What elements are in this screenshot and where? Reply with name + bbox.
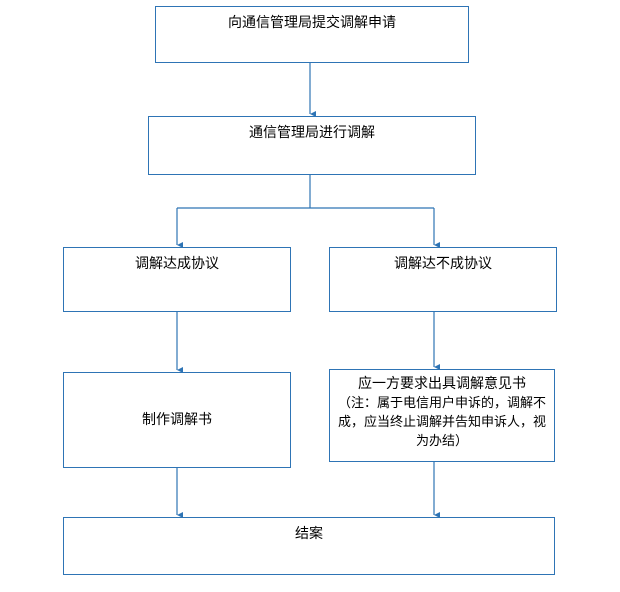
step-agreement-label: 调解达成协议 xyxy=(135,256,219,272)
step-failed-label: 调解达不成协议 xyxy=(394,256,492,272)
step-bureau-mediation: 通信管理局进行调解 xyxy=(148,116,476,175)
step-mediation-label: 通信管理局进行调解 xyxy=(249,125,375,141)
step-close-label: 结案 xyxy=(295,526,323,542)
step-case-closed: 结案 xyxy=(63,517,555,575)
opinion-title: 应一方要求出具调解意见书 xyxy=(358,376,526,392)
step-document-label: 制作调解书 xyxy=(142,412,212,428)
step-agreement-failed: 调解达不成协议 xyxy=(329,247,557,312)
step-issue-opinion-letter: 应一方要求出具调解意见书 （注：属于电信用户申诉的，调解不成，应当终止调解并告知… xyxy=(329,369,555,462)
opinion-note: （注：属于电信用户申诉的，调解不成，应当终止调解并告知申诉人，视为办结） xyxy=(337,396,546,449)
step-make-mediation-document: 制作调解书 xyxy=(63,372,291,468)
step-agreement-reached: 调解达成协议 xyxy=(63,247,291,312)
step-submit-application: 向通信管理局提交调解申请 xyxy=(155,6,469,63)
step-submit-label: 向通信管理局提交调解申请 xyxy=(228,15,396,31)
